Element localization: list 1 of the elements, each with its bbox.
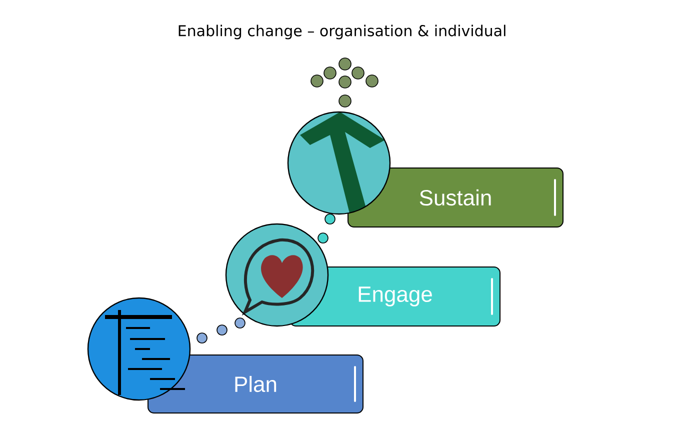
title: Enabling change – organisation & individual <box>178 24 506 40</box>
